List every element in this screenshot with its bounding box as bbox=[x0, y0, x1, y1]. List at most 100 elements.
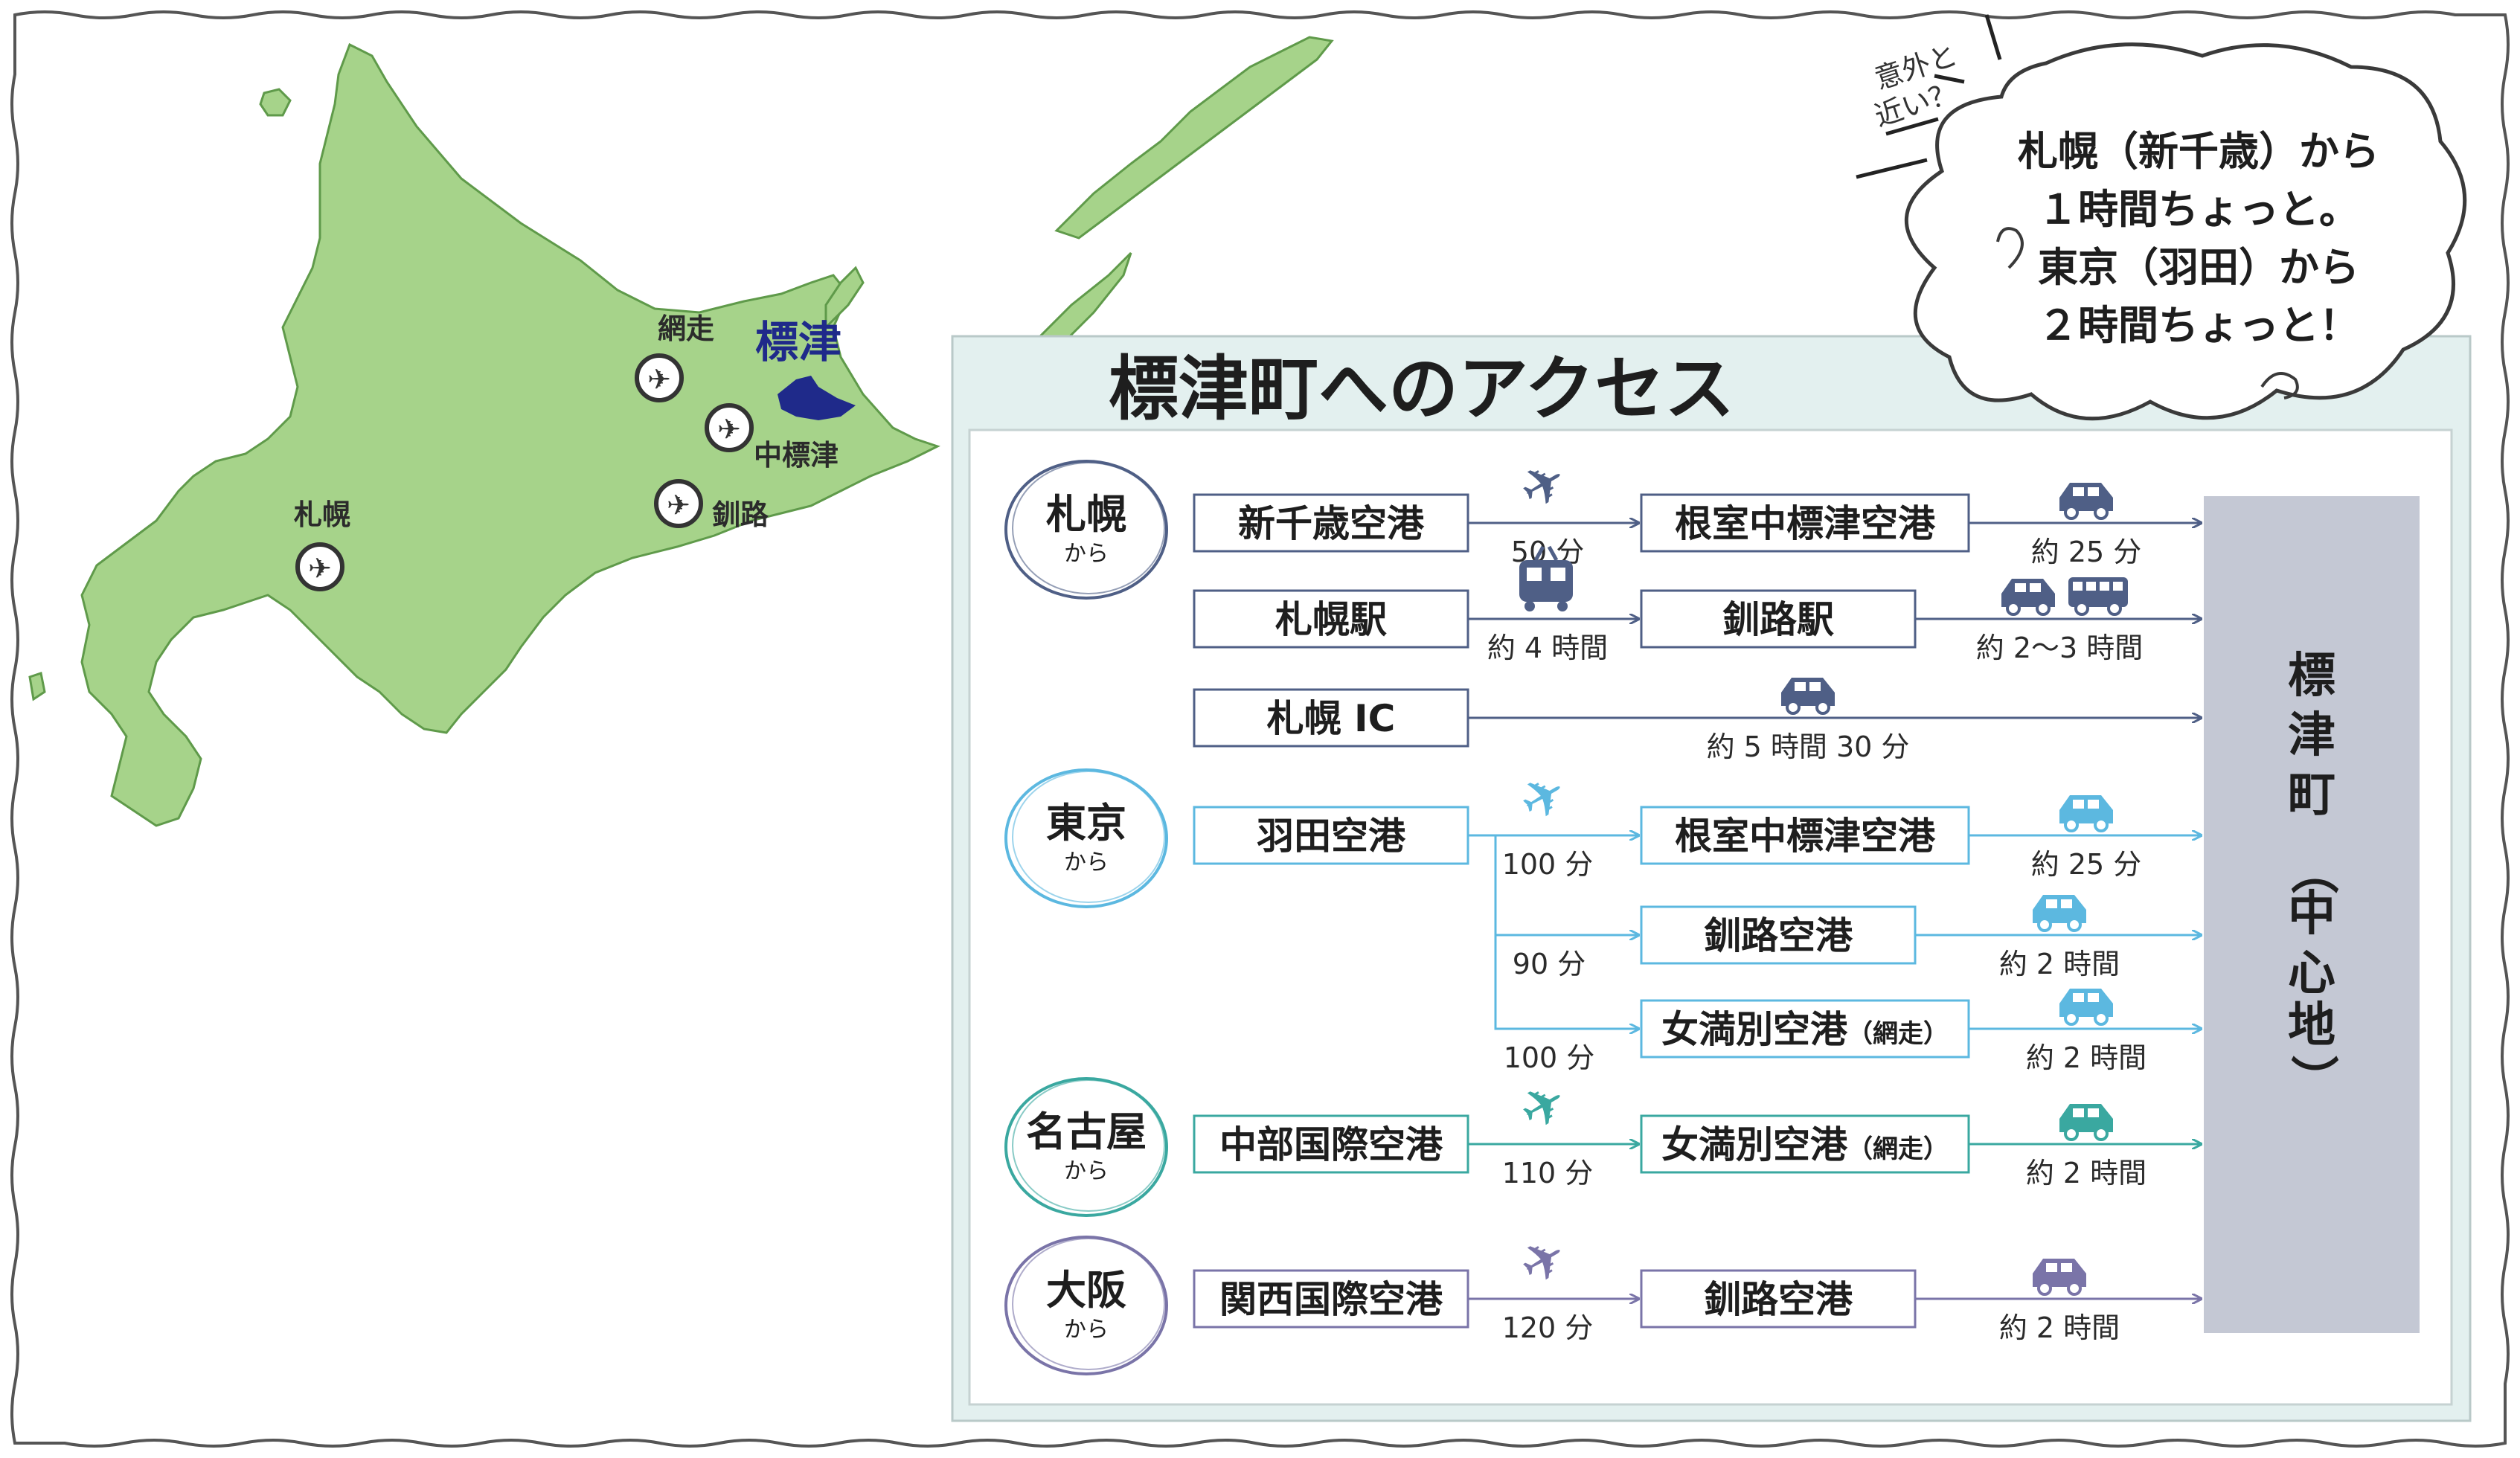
route-origin-label: 札幌 IC bbox=[1267, 697, 1396, 740]
route-via-label: 根室中標津空港 bbox=[1675, 815, 1936, 858]
shiretoko-peninsula bbox=[824, 266, 865, 330]
cloud-line-2: １時間ちょっと。 bbox=[2038, 186, 2359, 233]
emphasis-mark bbox=[1856, 14, 2002, 179]
route-via-label: 釧路空港 bbox=[1704, 914, 1853, 957]
airport-abashiri: ✈ 網走 bbox=[635, 312, 714, 402]
route-row: 中部国際空港女満別空港（網走）✈110 分約 2 時間 bbox=[1193, 1067, 2201, 1189]
leg2-time: 約 25 分 bbox=[2031, 536, 2142, 568]
destination-char: ） bbox=[2285, 1055, 2340, 1102]
route-origin-label: 新千歳空港 bbox=[1238, 502, 1425, 545]
airport-kushiro: ✈ 釧路 bbox=[654, 479, 769, 531]
route-row: 札幌 IC 約 5 時間 30 分 bbox=[1193, 678, 2201, 763]
hokkaido-island bbox=[80, 42, 940, 827]
leg1-time: 約 5 時間 30 分 bbox=[1707, 730, 1910, 763]
route-via-label: 女満別空港（網走） bbox=[1661, 1008, 1949, 1051]
airplane-icon: ✈ bbox=[667, 489, 690, 521]
city-label-abashiri: 網走 bbox=[658, 312, 714, 345]
route-row: 釧路空港 90 分 約 2 時間 bbox=[1494, 835, 2201, 980]
thought-cloud: 意外と 近い？ 札幌（新千歳）から １時間ちょっと。 東京（羽田）から ２時間ち… bbox=[1856, 14, 2467, 421]
leg1-time: 90 分 bbox=[1513, 948, 1586, 980]
destination-label: 標津町 （中心地） bbox=[2285, 649, 2340, 1102]
leg2-time: 約 2 時間 bbox=[1999, 1311, 2120, 1344]
destination-char: （ bbox=[2285, 847, 2340, 894]
route-origin-label: 札幌駅 bbox=[1275, 598, 1387, 641]
route-rows: 新千歳空港根室中標津空港✈50 分約 25 分札幌駅釧路駅約 4 時間約 2〜3… bbox=[1193, 446, 2201, 1344]
cloud-shape bbox=[1905, 42, 2467, 421]
airport-nakashibetsu: ✈ 中標津 bbox=[705, 403, 839, 472]
car-icon bbox=[2001, 579, 2055, 616]
route-via-label: 釧路空港 bbox=[1704, 1278, 1853, 1321]
car-icon bbox=[2059, 1104, 2113, 1141]
airplane-icon: ✈ bbox=[647, 363, 671, 396]
city-label-kushiro: 釧路 bbox=[712, 498, 769, 531]
origin-suffix: から bbox=[1064, 1158, 1109, 1184]
leg2-time: 約 2 時間 bbox=[2026, 1157, 2147, 1189]
cloud-curl-left bbox=[1996, 227, 2024, 269]
destination-char: 心 bbox=[2288, 946, 2335, 1001]
cloud-line-3: 東京（羽田）から bbox=[2038, 244, 2359, 291]
route-row: 羽田空港根室中標津空港✈100 分約 25 分 bbox=[1193, 759, 2201, 881]
origin-suffix: から bbox=[1064, 1317, 1109, 1343]
leg2-time: 約 2 時間 bbox=[2026, 1041, 2147, 1074]
airport-sapporo: ✈ 札幌 bbox=[294, 498, 350, 591]
destination-char: 町 bbox=[2288, 768, 2335, 823]
car-icon bbox=[2059, 483, 2113, 520]
cloud-curl-bottom bbox=[2260, 372, 2299, 399]
car-icon bbox=[2033, 895, 2086, 932]
leg1-time: 約 4 時間 bbox=[1487, 632, 1608, 664]
route-row: 新千歳空港根室中標津空港✈50 分約 25 分 bbox=[1193, 446, 2201, 568]
cloud-line-4: ２時間ちょっと！ bbox=[2038, 302, 2359, 349]
destination-char: 中 bbox=[2288, 887, 2335, 942]
destination-bar bbox=[2204, 496, 2420, 1333]
leg1-time: 100 分 bbox=[1502, 848, 1594, 881]
shibetsu-label: 標津 bbox=[755, 317, 841, 367]
leg2-time: 約 2〜3 時間 bbox=[1976, 632, 2144, 664]
okushiri-island bbox=[28, 672, 46, 701]
cloud-line-1: 札幌（新千歳）から bbox=[2018, 128, 2379, 175]
airplane-icon: ✈ bbox=[717, 413, 741, 446]
origin-suffix: から bbox=[1064, 850, 1109, 876]
panel-title: 標津町へのアクセス bbox=[1109, 349, 1734, 430]
city-label-nakashibetsu: 中標津 bbox=[754, 439, 839, 472]
origin-name: 札幌 bbox=[1046, 491, 1126, 538]
leg1-time: 120 分 bbox=[1502, 1311, 1594, 1344]
origin-suffix: から bbox=[1064, 541, 1109, 567]
route-via-label: 根室中標津空港 bbox=[1675, 502, 1936, 545]
origin-name: 東京 bbox=[1046, 800, 1126, 847]
leg1-time: 100 分 bbox=[1504, 1041, 1595, 1074]
route-origin-label: 関西国際空港 bbox=[1219, 1278, 1443, 1321]
car-icon bbox=[2059, 989, 2113, 1026]
destination-char: 津 bbox=[2288, 708, 2335, 763]
train-icon bbox=[1519, 545, 1573, 611]
origin-name: 名古屋 bbox=[1026, 1108, 1147, 1155]
shibetsu-highlight bbox=[778, 376, 856, 420]
destination-char: 地 bbox=[2288, 998, 2335, 1053]
car-icon bbox=[1781, 678, 1835, 715]
route-origin-label: 羽田空港 bbox=[1257, 815, 1406, 858]
route-via-label: 釧路駅 bbox=[1722, 598, 1834, 641]
origin-name: 大阪 bbox=[1046, 1267, 1126, 1314]
route-row: 関西国際空港釧路空港✈120 分約 2 時間 bbox=[1193, 1222, 2201, 1344]
leg1-time: 110 分 bbox=[1502, 1157, 1594, 1189]
route-via-label: 女満別空港（網走） bbox=[1661, 1123, 1949, 1166]
route-origin-label: 中部国際空港 bbox=[1219, 1123, 1443, 1166]
car-icon bbox=[2033, 1259, 2086, 1296]
city-label-sapporo: 札幌 bbox=[294, 498, 350, 531]
leg2-time: 約 2 時間 bbox=[1999, 948, 2120, 980]
destination-char: 標 bbox=[2288, 649, 2335, 704]
route-row: 女満別空港（網走）100 分約 2 時間 bbox=[1494, 835, 2201, 1074]
car-icon bbox=[2059, 795, 2113, 832]
page-frame bbox=[10, 10, 2510, 1448]
etorofu-island bbox=[1054, 36, 1334, 240]
leg2-time: 約 25 分 bbox=[2031, 848, 2142, 881]
car-and-bus-icon bbox=[2001, 577, 2128, 616]
airplane-icon: ✈ bbox=[308, 552, 332, 585]
